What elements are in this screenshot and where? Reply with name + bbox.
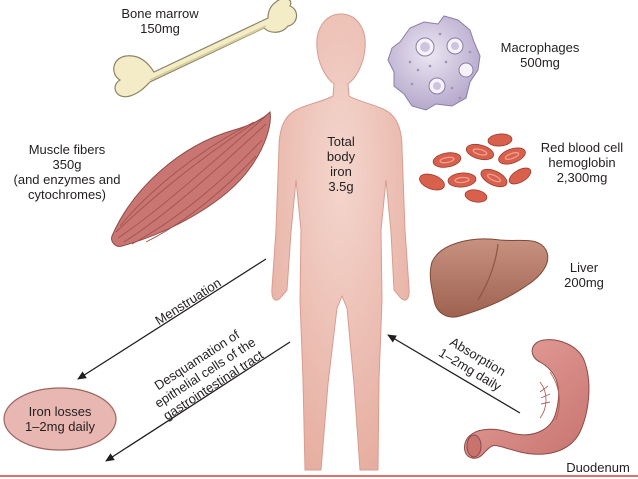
liver-label: Liver 200mg: [544, 260, 624, 290]
liver-amount: 200mg: [564, 275, 604, 290]
iron-losses-line-2: 1–2mg daily: [24, 419, 96, 434]
liver-name: Liver: [569, 260, 599, 275]
muscle-line-2: 350g: [52, 157, 82, 172]
total-line-4: 3.5g: [328, 179, 354, 194]
total-line-2: body: [326, 149, 356, 164]
total-body-iron-label: Total body iron 3.5g: [311, 134, 371, 194]
duodenum-label: Duodenum: [558, 460, 638, 475]
iron-losses-line-1: Iron losses: [28, 404, 92, 419]
duodenum-illustration: [464, 339, 590, 459]
rbc-line-3: 2,300mg: [556, 170, 608, 185]
muscle-line-4: cytochromes): [27, 187, 107, 202]
desquamation-arrow: [105, 341, 291, 462]
muscle-line-1: Muscle fibers: [28, 142, 106, 157]
macrophages-label: Macrophages 500mg: [490, 40, 590, 70]
liver-illustration: [429, 238, 549, 318]
iron-losses-label: Iron losses 1–2mg daily: [4, 404, 116, 434]
macrophages-name: Macrophages: [500, 40, 580, 55]
rbc-line-1: Red blood cell: [540, 140, 624, 155]
bone-marrow-label: Bone marrow 150mg: [100, 6, 220, 36]
rbc-line-2: hemoglobin: [548, 155, 616, 170]
duodenum-text: Duodenum: [566, 460, 630, 475]
rbc-hemoglobin-label: Red blood cell hemoglobin 2,300mg: [526, 140, 638, 185]
muscle-fibers-illustration: [111, 110, 271, 247]
muscle-line-3: (and enzymes and: [13, 172, 121, 187]
bone-marrow-amount: 150mg: [140, 21, 180, 36]
human-body-silhouette: [271, 13, 410, 471]
total-line-1: Total: [327, 134, 355, 149]
menstruation-arrow: [77, 258, 267, 380]
macrophages-amount: 500mg: [520, 55, 560, 70]
total-line-3: iron: [330, 164, 352, 179]
muscle-fibers-label: Muscle fibers 350g (and enzymes and cyto…: [0, 142, 134, 202]
flow-arrows: [77, 258, 521, 462]
bone-marrow-name: Bone marrow: [121, 6, 199, 21]
iron-losses-bubble: [3, 387, 117, 451]
absorption-arrow: [387, 334, 521, 414]
macrophage-cells-illustration: [387, 15, 481, 111]
red-blood-cells-illustration: [419, 133, 532, 203]
bone-illustration: [113, 0, 298, 98]
